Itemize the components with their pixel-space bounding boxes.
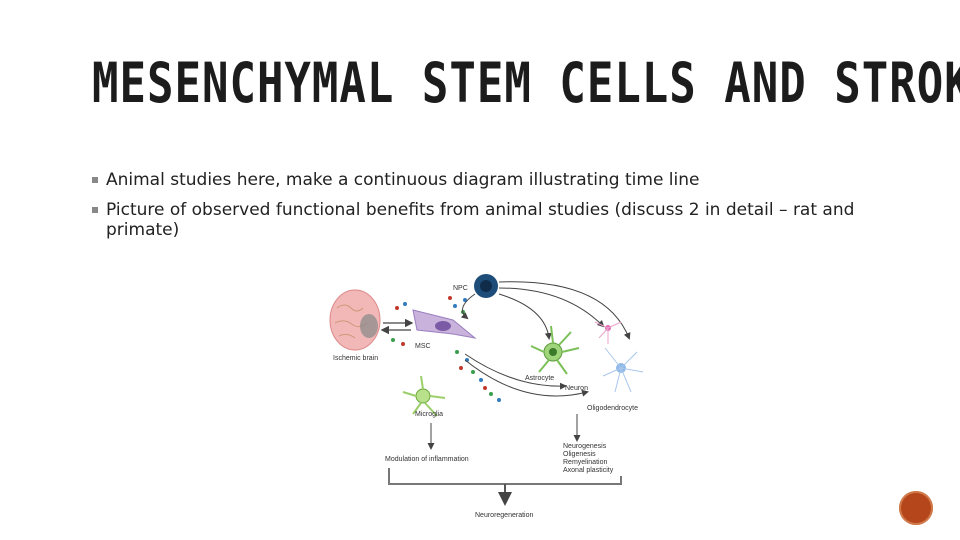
secretome-dots — [391, 296, 501, 402]
bullet-text: Picture of observed functional benefits … — [106, 200, 855, 240]
label-microglia: Microglia — [415, 411, 443, 418]
ischemic-brain-icon — [329, 289, 381, 351]
bullet-marker-icon — [92, 207, 98, 213]
bullet-marker-icon — [92, 177, 98, 183]
label-outcome: Neurogenesis — [563, 443, 607, 450]
label-oligodendrocyte: Oligodendrocyte — [587, 405, 638, 412]
label-astrocyte: Astrocyte — [525, 375, 554, 382]
bullet-item: Animal studies here, make a continuous d… — [92, 170, 882, 190]
circular-badge-icon — [899, 491, 933, 525]
microglia-icon — [402, 375, 446, 417]
label-modulation: Modulation of inflammation — [385, 456, 469, 463]
bullet-text: Animal studies here, make a continuous d… — [106, 170, 700, 190]
label-outcome: Axonal plasticity — [563, 467, 614, 474]
msc-cell-icon — [412, 309, 477, 339]
astrocyte-icon — [530, 325, 580, 375]
label-outcome: Oligenesis — [563, 451, 596, 458]
label-ischemic-brain: Ischemic brain — [333, 355, 378, 362]
slide-title: MESENCHYMAL STEM CELLS AND STROKE — [92, 52, 960, 116]
label-neuron: Neuron — [565, 385, 588, 392]
oligodendrocyte-icon — [602, 347, 644, 393]
label-outcome: Remyelination — [563, 459, 607, 466]
label-npc: NPC — [453, 285, 468, 292]
bullet-list: Animal studies here, make a continuous d… — [92, 170, 882, 250]
label-neuroregeneration: Neuroregeneration — [475, 512, 533, 519]
neuron-icon — [594, 321, 622, 344]
npc-cell-icon — [474, 274, 498, 298]
bullet-item: Picture of observed functional benefits … — [92, 200, 882, 240]
msc-stroke-diagram: Ischemic brain MSC NPC — [329, 274, 644, 519]
label-msc: MSC — [415, 343, 431, 350]
